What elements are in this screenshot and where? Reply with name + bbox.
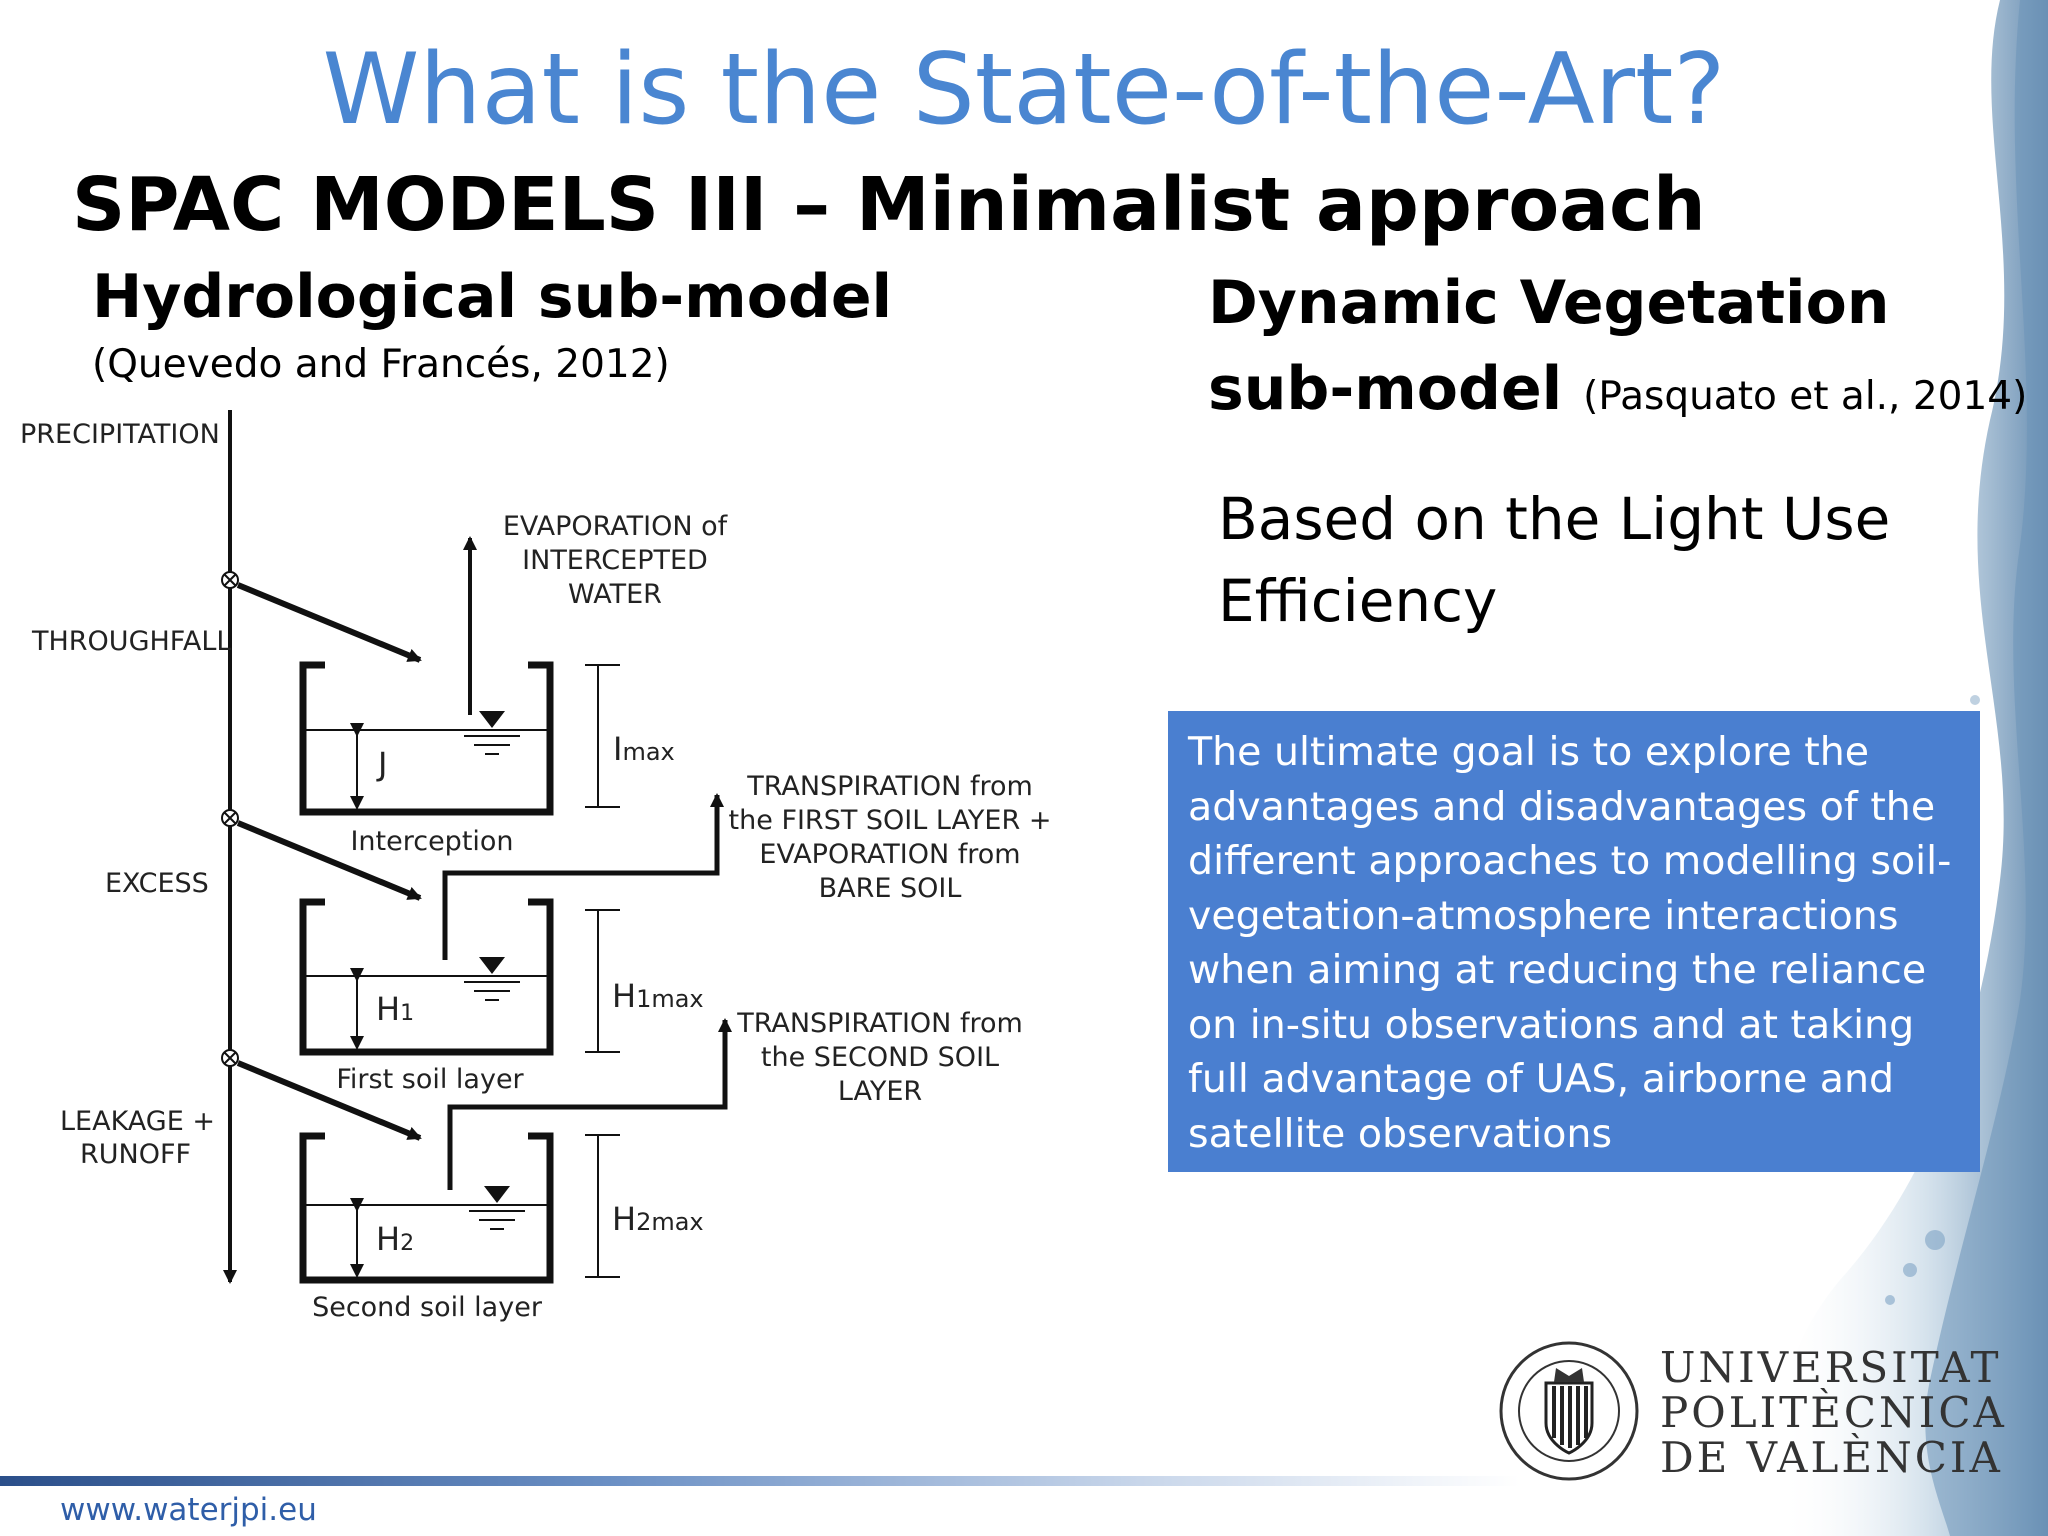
label-leakage: LEAKAGE + [60, 1106, 215, 1137]
slide-title: What is the State-of-the-Art? [322, 33, 1726, 147]
label-bare-soil: BARE SOIL [819, 873, 962, 904]
label-second-soil-layer: Second soil layer [312, 1292, 543, 1323]
label-transpiration-2: TRANSPIRATION from [736, 1008, 1023, 1039]
upv-logo-line-2: POLITÈCNICA [1660, 1388, 2007, 1437]
label-runoff: RUNOFF [80, 1139, 191, 1170]
label-water: WATER [568, 579, 662, 610]
second-soil-tank [299, 1132, 554, 1284]
symbol-h2max: H2max [612, 1200, 704, 1238]
vegetation-heading: Dynamic Vegetation sub-model (Pasquato e… [1208, 260, 2028, 440]
junction-icon [221, 809, 239, 827]
transpiration-1-arrow [442, 793, 724, 960]
upv-logo-text: UNIVERSITAT POLITÈCNICA DE VALÈNCIA [1660, 1345, 2007, 1480]
vegetation-citation: (Pasquato et al., 2014) [1583, 374, 2028, 419]
water-level-icon [464, 711, 520, 755]
transpiration-2-arrow [447, 1018, 732, 1190]
label-first-soil-layer-plus: the FIRST SOIL LAYER + [729, 805, 1052, 836]
hydrological-citation: (Quevedo and Francés, 2012) [92, 342, 670, 387]
label-evaporation: EVAPORATION of [503, 511, 729, 542]
hydrological-diagram: PRECIPITATION THROUGHFALL EXCESS LEAKAGE… [20, 410, 1052, 1323]
goal-box: The ultimate goal is to explore the adva… [1168, 711, 1980, 1172]
hydrological-heading: Hydrological sub-model [92, 262, 893, 332]
interception-tank [299, 661, 554, 816]
label-transpiration-1: TRANSPIRATION from [746, 771, 1033, 802]
footer-divider [0, 1476, 1520, 1486]
symbol-h2: H2 [376, 1220, 414, 1258]
label-layer: LAYER [838, 1076, 922, 1107]
vegetation-body-text: Based on the Light Use Efficiency [1218, 485, 1891, 635]
junction-icon [221, 1049, 239, 1067]
label-excess: EXCESS [105, 868, 209, 899]
goal-box-text: The ultimate goal is to explore the adva… [1188, 729, 1952, 1157]
label-second-soil: the SECOND SOIL [761, 1042, 999, 1073]
slide-subtitle: SPAC MODELS III – Minimalist approach [72, 162, 1706, 248]
symbol-j: J [376, 745, 387, 783]
label-evaporation-from: EVAPORATION from [759, 839, 1020, 870]
first-soil-tank [299, 898, 554, 1056]
label-interception: Interception [350, 826, 513, 857]
water-level-icon [464, 957, 520, 1001]
upv-logo-line-3: DE VALÈNCIA [1660, 1433, 2003, 1482]
upv-logo-line-1: UNIVERSITAT [1660, 1343, 2002, 1392]
label-intercepted: INTERCEPTED [522, 545, 708, 576]
footer-url-link[interactable]: www.waterjpi.eu [60, 1492, 317, 1528]
label-first-soil-layer: First soil layer [336, 1064, 524, 1095]
water-level-icon [469, 1186, 525, 1230]
symbol-h1: H1 [376, 990, 414, 1028]
inflow-arrow [236, 582, 422, 663]
inflow-arrow [236, 1060, 422, 1141]
inflow-arrow [236, 820, 422, 901]
symbol-h1max: H1max [612, 977, 704, 1015]
junction-icon [221, 571, 239, 589]
label-precipitation: PRECIPITATION [20, 419, 220, 450]
vegetation-heading-text: Dynamic Vegetation sub-model [1208, 268, 1890, 424]
symbol-imax: Imax [613, 730, 675, 768]
label-throughfall: THROUGHFALL [31, 626, 231, 657]
upv-seal-icon [1499, 1341, 1639, 1481]
